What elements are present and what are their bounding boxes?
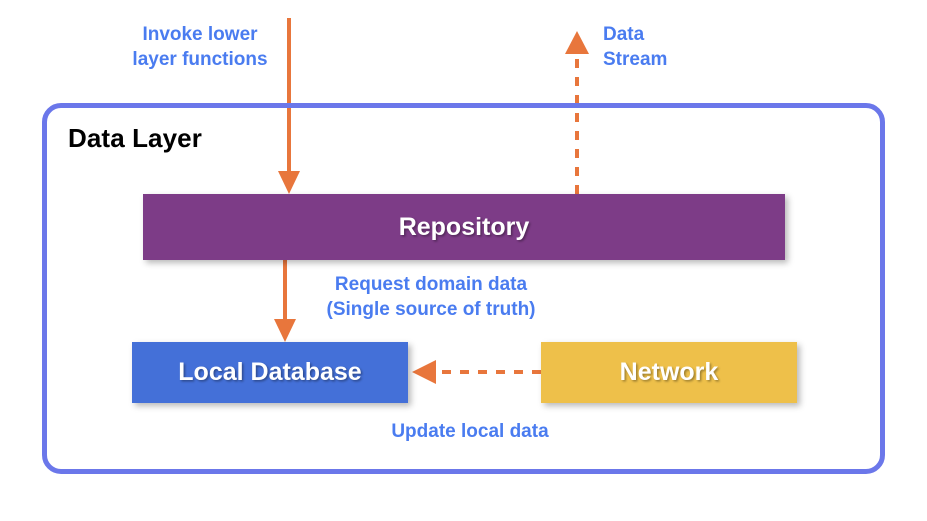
edge-label-update-local-data: Update local data — [391, 421, 549, 442]
edge-data-stream — [565, 31, 589, 194]
edge-label-request-domain-data: Request domain data (Single source of tr… — [326, 274, 536, 321]
edge-label-data-stream: Data Stream — [603, 24, 668, 71]
request-domain-arrow-head — [274, 319, 296, 342]
node-network-label: Network — [619, 358, 719, 386]
edge-invoke-lower-layer-functions — [278, 18, 300, 194]
edge-request-domain-data — [274, 260, 296, 342]
node-local-database-label: Local Database — [178, 358, 362, 386]
node-network[interactable]: Network — [541, 342, 797, 403]
data-layer-title: Data Layer — [68, 123, 202, 153]
node-local-database[interactable]: Local Database — [132, 342, 408, 403]
data-layer-container — [42, 103, 885, 474]
invoke-arrow-head — [278, 171, 300, 194]
edge-update-local-data — [412, 360, 541, 384]
node-repository-label: Repository — [398, 212, 530, 241]
update-local-arrow-head — [412, 360, 436, 384]
node-repository[interactable]: Repository — [143, 194, 785, 260]
data-stream-arrow-head — [565, 31, 589, 54]
edge-label-invoke-lower-layer-functions: Invoke lower layer functions — [132, 24, 268, 71]
